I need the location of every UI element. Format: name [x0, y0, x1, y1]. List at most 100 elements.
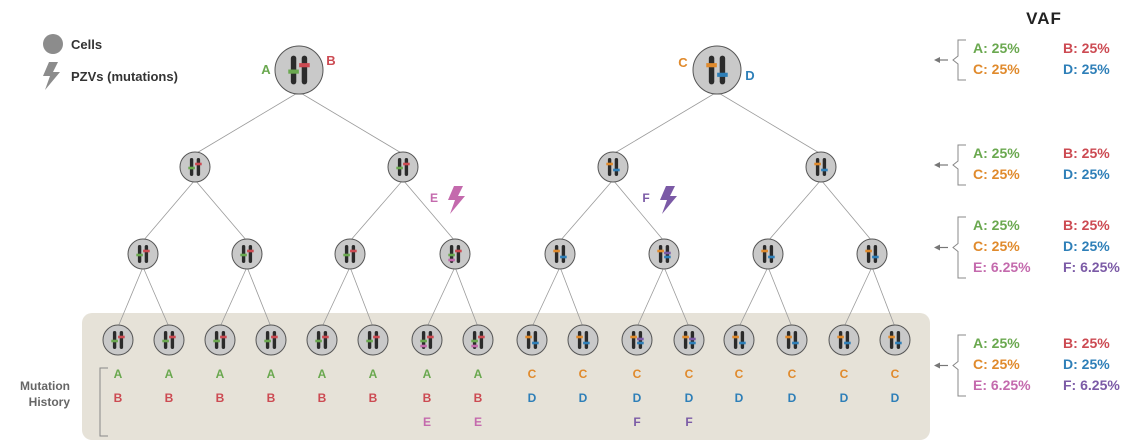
- chromosome-left: [631, 331, 636, 349]
- cell-circle: [334, 238, 366, 270]
- root-label-C: C: [678, 55, 688, 70]
- mutation-event-E: E: [430, 191, 438, 205]
- history-mutation-B: B: [114, 391, 123, 405]
- tree-edge: [298, 91, 404, 155]
- mutation-band-C: [865, 249, 872, 253]
- cell-level-3: [334, 238, 366, 270]
- mutation-band-A: [213, 339, 220, 343]
- vaf-value-D: D: 25%: [1063, 238, 1110, 254]
- history-mutation-B: B: [267, 391, 276, 405]
- vaf-brace: [952, 39, 966, 81]
- history-mutation-D: D: [891, 391, 900, 405]
- leaf-cell: [255, 324, 287, 356]
- history-mutation-B: B: [216, 391, 225, 405]
- tree-edge: [194, 179, 248, 242]
- mutation-band-B: [427, 335, 434, 339]
- chromosome-right: [456, 245, 461, 263]
- mutation-band-D: [872, 255, 879, 259]
- leaf-cell: [723, 324, 755, 356]
- cell-circle: [856, 238, 888, 270]
- vaf-value-E: E: 6.25%: [973, 259, 1031, 275]
- chromosome-left: [658, 245, 663, 263]
- mutation-band-C: [761, 249, 768, 253]
- leaf-cell: [621, 324, 653, 356]
- tree-edge: [349, 266, 374, 328]
- history-mutation-B: B: [474, 391, 483, 405]
- cell-circle: [204, 324, 236, 356]
- chromosome-left: [577, 331, 582, 349]
- history-column: AB: [318, 367, 327, 405]
- chromosome-right: [170, 331, 175, 349]
- vaf-row: A: 25%B: 25%C: 25%D: 25%: [934, 144, 1110, 186]
- vaf-row: A: 25%B: 25%C: 25%D: 25%: [934, 39, 1110, 81]
- lightning-icon: [448, 186, 465, 214]
- mutation-band-C: [814, 162, 821, 166]
- mutation-band-B: [118, 335, 125, 339]
- history-column: CDF: [685, 367, 694, 429]
- history-column: AB: [216, 367, 225, 405]
- mutation-band-B: [220, 335, 227, 339]
- cell-circle: [387, 151, 419, 183]
- mutation-band-C: [732, 335, 739, 339]
- mutation-band-D: [821, 168, 828, 172]
- vaf-value-A: A: 25%: [973, 40, 1020, 56]
- mutation-band-B: [350, 249, 357, 253]
- cell-circle: [179, 151, 211, 183]
- mutation-band-C: [630, 335, 637, 339]
- vaf-row: A: 25%B: 25%C: 25%D: 25%E: 6.25%F: 6.25%: [934, 216, 1120, 279]
- mutation-band-C: [606, 162, 613, 166]
- mutation-band-A: [315, 339, 322, 343]
- tree-edge: [559, 179, 614, 242]
- cell-circle: [673, 324, 705, 356]
- history-column: CD: [891, 367, 900, 405]
- chromosome-right: [301, 55, 308, 85]
- chromosome-right: [479, 331, 484, 349]
- tree-edge: [820, 179, 873, 242]
- cell-circle: [648, 238, 680, 270]
- tree-edge: [531, 266, 561, 328]
- mutation-band-A: [343, 253, 350, 257]
- tree-edge: [612, 91, 718, 155]
- cell-circle: [692, 45, 742, 95]
- cell-circle: [255, 324, 287, 356]
- mutation-band-A: [448, 253, 455, 257]
- vaf-value-B: B: 25%: [1063, 40, 1110, 56]
- tree-edge: [219, 266, 248, 328]
- mutation-band-B: [271, 335, 278, 339]
- chromosome-right: [404, 158, 409, 176]
- history-mutation-D: D: [788, 391, 797, 405]
- chromosome-right: [873, 245, 878, 263]
- vaf-value-C: C: 25%: [973, 238, 1020, 254]
- cell-circle: [621, 324, 653, 356]
- vaf-value-D: D: 25%: [1063, 61, 1110, 77]
- vaf-row: A: 25%B: 25%C: 25%D: 25%E: 6.25%F: 6.25%: [934, 334, 1120, 397]
- history-mutation-C: C: [579, 367, 588, 381]
- history-mutation-E: E: [423, 415, 431, 429]
- history-mutation-D: D: [633, 391, 642, 405]
- leaf-cell: [673, 324, 705, 356]
- mutation-band-D: [532, 341, 539, 345]
- history-column: AB: [165, 367, 174, 405]
- cell-level-3: [544, 238, 576, 270]
- mutation-band-F: [637, 337, 644, 341]
- cell-level-2: [387, 151, 419, 183]
- mutation-band-B: [247, 249, 254, 253]
- history-column: AB: [114, 367, 123, 405]
- cell-circle: [153, 324, 185, 356]
- history-mutation-D: D: [735, 391, 744, 405]
- legend-cell-icon: [43, 34, 63, 54]
- mutation-band-C: [576, 335, 583, 339]
- history-mutation-D: D: [685, 391, 694, 405]
- cell-circle: [597, 151, 629, 183]
- mutation-band-D: [583, 341, 590, 345]
- cell-circle: [306, 324, 338, 356]
- tree-edge: [142, 266, 170, 328]
- cell-circle: [274, 45, 324, 95]
- cell-level-2: [805, 151, 837, 183]
- tree-edge: [142, 179, 196, 242]
- mutation-band-A: [420, 339, 427, 343]
- history-mutation-C: C: [788, 367, 797, 381]
- chromosome-left: [866, 245, 871, 263]
- leaf-cell: [828, 324, 860, 356]
- chromosome-right: [533, 331, 538, 349]
